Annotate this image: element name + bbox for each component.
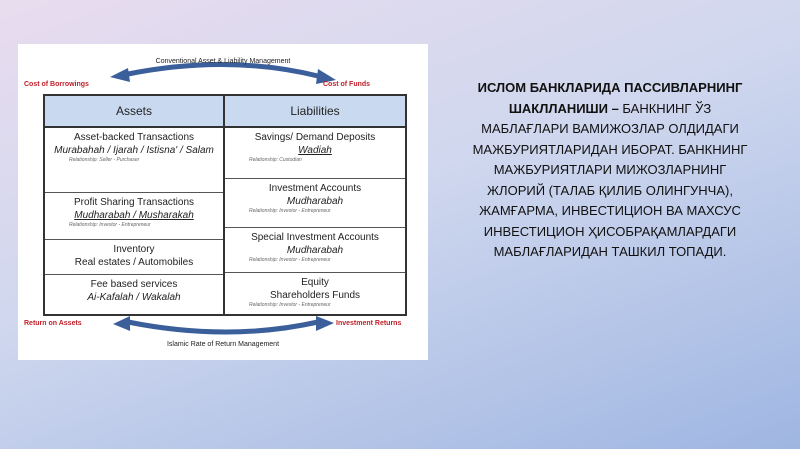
top-arrow-head	[316, 69, 336, 84]
cell-note: Relationship: Investor - Entrepreneur	[249, 302, 331, 308]
top-arrow-tail	[110, 68, 130, 82]
cell-title: Inventory	[113, 244, 155, 255]
bottom-caption: Islamic Rate of Return Management	[166, 341, 280, 348]
cell-detail: Real estates / Automobiles	[74, 257, 194, 268]
cell-detail: Murabahah / Ijarah / Istisna' / Salam	[54, 145, 214, 156]
top-caption: Conventional Asset & Liability Managemen…	[155, 58, 291, 65]
cell-title: Special Investment Accounts	[251, 232, 379, 243]
diagram-arrows	[110, 62, 336, 335]
cell-detail: Mudharabah	[286, 196, 344, 207]
asset-cell-inventory: Inventory Real estates / Automobiles	[45, 240, 223, 275]
bottom-arrow-head-right	[316, 316, 334, 331]
label-cost-of-funds: Cost of Funds	[323, 81, 371, 88]
cell-title: Investment Accounts	[268, 183, 362, 194]
cell-title: Savings/ Demand Deposits	[254, 132, 376, 143]
liabilities-column: Liabilities Savings/ Demand Deposits Wad…	[225, 96, 405, 314]
liability-cell-savings: Savings/ Demand Deposits Wadiah Relation…	[225, 128, 405, 179]
cell-note: Relationship: Seller - Purchaser	[69, 157, 140, 163]
top-arrow	[127, 62, 319, 79]
assets-header: Assets	[45, 96, 223, 128]
diagram-panel: Conventional Asset & Liability Managemen…	[18, 44, 428, 360]
balance-sheet-grid: Assets Asset-backed Transactions Murabah…	[43, 94, 407, 316]
cell-title: Fee based services	[90, 279, 178, 290]
cell-title: Profit Sharing Transactions	[73, 197, 195, 208]
asset-cell-fee-based: Fee based services Ai-Kafalah / Wakalah	[45, 275, 223, 311]
cell-title: Equity	[301, 277, 329, 288]
assets-column: Assets Asset-backed Transactions Murabah…	[45, 96, 225, 314]
asset-cell-asset-backed: Asset-backed Transactions Murabahah / Ij…	[45, 128, 223, 193]
bottom-arrow	[127, 319, 319, 335]
asset-cell-profit-sharing: Profit Sharing Transactions Mudharabah /…	[45, 193, 223, 240]
cell-note: Relationship: Custodian	[249, 157, 302, 163]
description-bold: ИСЛОМ БАНКЛАРИДА ПАССИВЛАРНИНГ ШАКЛЛАНИШ…	[477, 80, 743, 116]
cell-detail: Mudharabah	[286, 245, 344, 256]
liability-cell-investment: Investment Accounts Mudharabah Relations…	[225, 179, 405, 228]
cell-detail: Ai-Kafalah / Wakalah	[87, 292, 181, 303]
liability-cell-special-investment: Special Investment Accounts Mudharabah R…	[225, 228, 405, 273]
description-text: ИСЛОМ БАНКЛАРИДА ПАССИВЛАРНИНГ ШАКЛЛАНИШ…	[470, 78, 750, 263]
cell-detail: Mudharabah / Musharakah	[74, 210, 194, 221]
cell-note: Relationship: Investor - Entrepreneur	[249, 208, 331, 214]
cell-note: Relationship: Investor - Entrepreneur	[69, 222, 151, 228]
label-return-on-assets: Return on Assets	[24, 320, 82, 327]
liability-cell-equity: Equity Shareholders Funds Relationship: …	[225, 273, 405, 313]
bottom-arrow-head-left	[113, 316, 130, 331]
cell-note: Relationship: Investor - Entrepreneur	[249, 257, 331, 263]
label-investment-returns: Investment Returns	[336, 320, 402, 327]
description-body: БАНКНИНГ ЎЗ МАБЛАҒЛАРИ ВАМИЖОЗЛАР ОЛДИДА…	[472, 100, 748, 260]
cell-detail: Shareholders Funds	[269, 290, 361, 301]
cell-title: Asset-backed Transactions	[73, 132, 195, 143]
cell-detail: Wadiah	[298, 145, 332, 156]
liabilities-header: Liabilities	[225, 96, 405, 128]
label-cost-of-borrowings: Cost of Borrowings	[24, 81, 89, 88]
